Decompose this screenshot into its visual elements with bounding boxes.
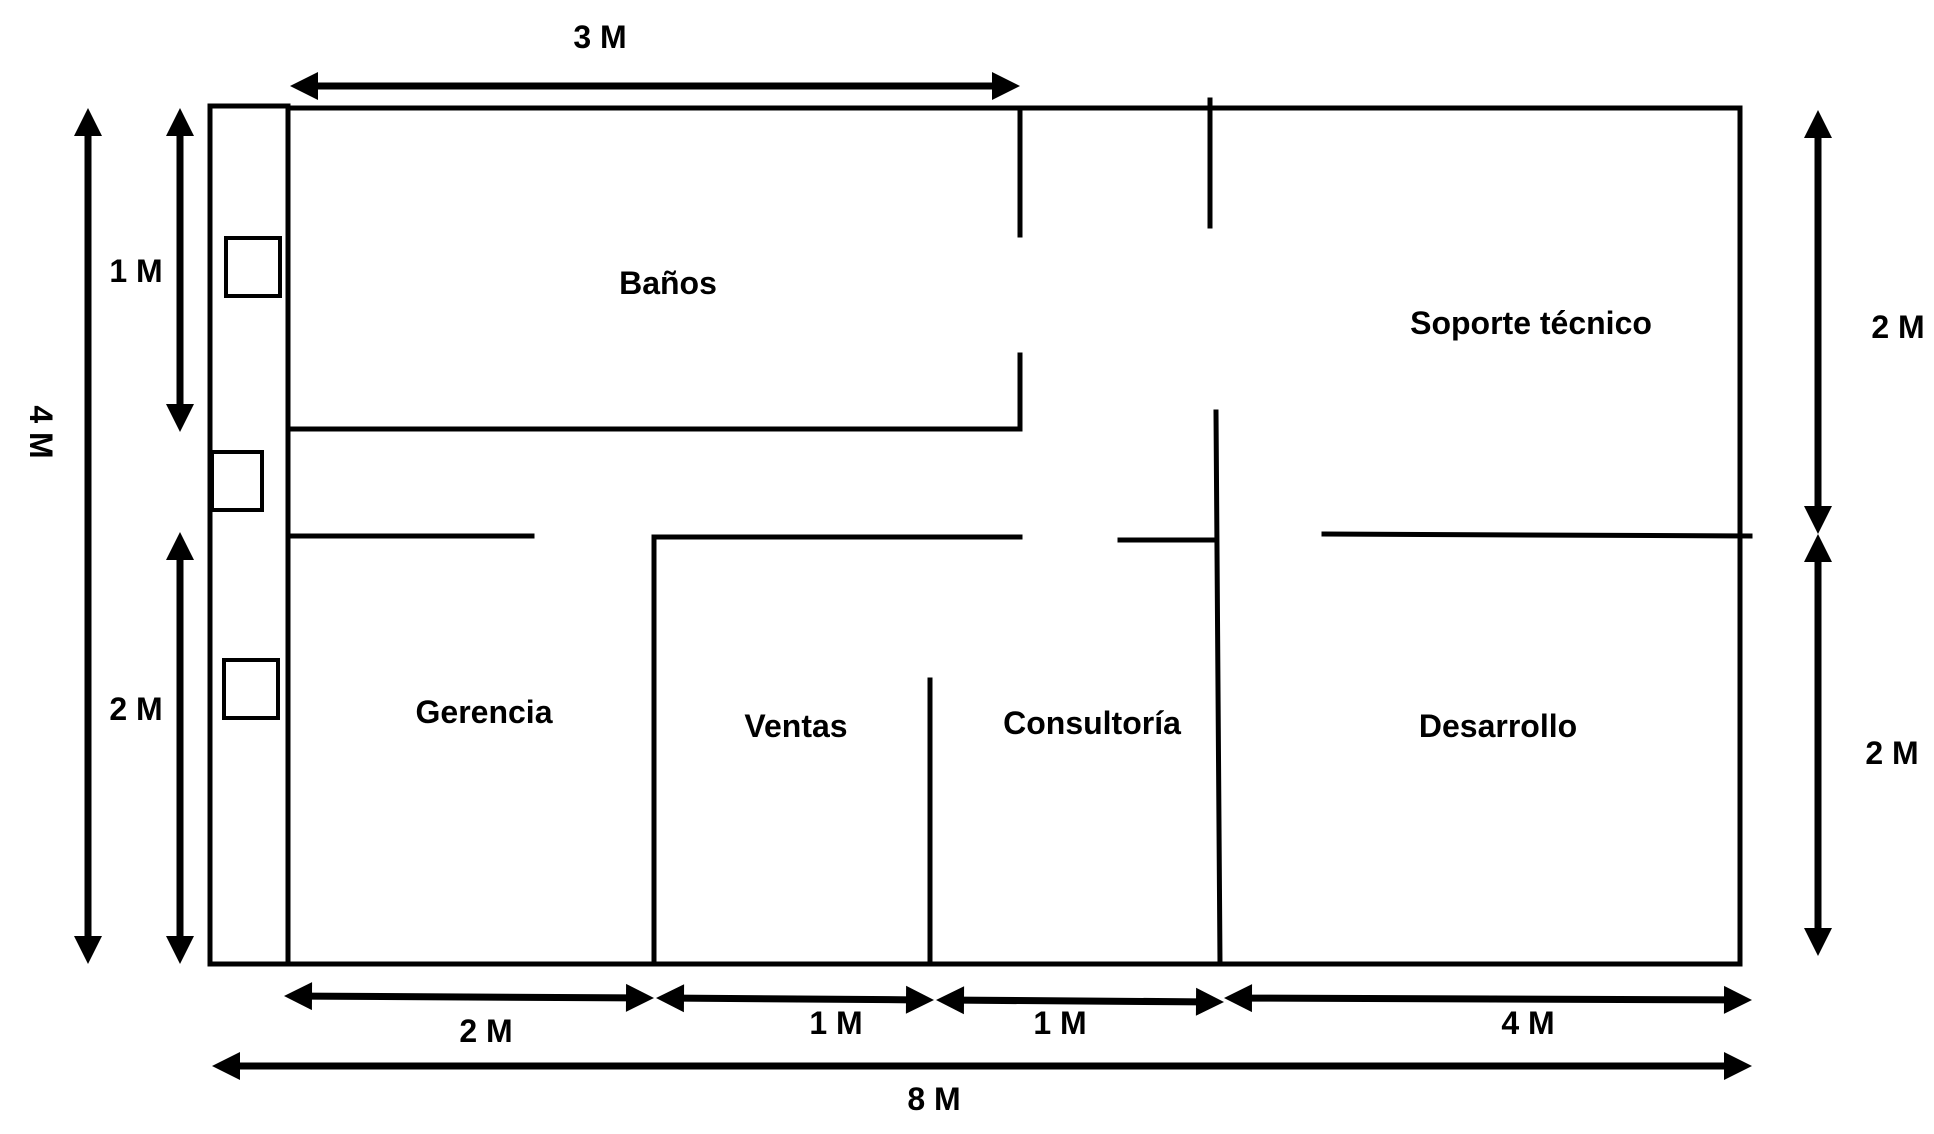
room-label-soporte-tecnico: Soporte técnico bbox=[1410, 305, 1652, 341]
dimension-labels: 3 M 4 M 1 M 2 M 2 M 2 M 2 M 1 M 1 M 4 M … bbox=[23, 19, 1925, 1117]
dim-arrow-bottom-ventas bbox=[656, 984, 934, 1014]
dim-label-bottom-ventas: 1 M bbox=[809, 1005, 862, 1041]
dim-label-left-total-height: 4 M bbox=[23, 405, 59, 458]
dim-label-left-lower-height: 2 M bbox=[109, 691, 162, 727]
dim-arrow-bottom-total bbox=[212, 1052, 1752, 1080]
dim-arrow-right-upper-height bbox=[1804, 110, 1832, 534]
corridor-features bbox=[210, 236, 282, 720]
dim-label-bottom-gerencia: 2 M bbox=[459, 1013, 512, 1049]
dim-arrow-left-total-height bbox=[74, 108, 102, 964]
dim-arrow-bottom-consultoria bbox=[936, 986, 1224, 1016]
dim-label-bottom-total: 8 M bbox=[907, 1081, 960, 1117]
corridor-box-middle bbox=[210, 450, 264, 512]
interior-walls bbox=[285, 97, 1753, 967]
dim-label-left-upper-height: 1 M bbox=[109, 253, 162, 289]
room-label-gerencia: Gerencia bbox=[416, 694, 553, 730]
dim-label-bottom-consultoria: 1 M bbox=[1033, 1005, 1086, 1041]
soporte-left-wall-lower bbox=[1213, 409, 1223, 967]
dimension-arrows bbox=[74, 72, 1832, 1080]
room-label-banos: Baños bbox=[619, 265, 717, 301]
room-labels: Baños Soporte técnico Gerencia Ventas Co… bbox=[416, 265, 1652, 744]
corridor-strip bbox=[207, 103, 291, 967]
room-label-consultoria: Consultoría bbox=[1003, 705, 1181, 741]
dim-label-right-upper-height: 2 M bbox=[1871, 309, 1924, 345]
room-label-desarrollo: Desarrollo bbox=[1419, 708, 1577, 744]
dim-arrow-right-lower-height bbox=[1804, 534, 1832, 956]
dim-label-right-lower-height: 2 M bbox=[1865, 735, 1918, 771]
desarrollo-top-wall bbox=[1321, 531, 1753, 539]
dim-arrow-bottom-desarrollo bbox=[1224, 984, 1752, 1014]
corridor-box-lower bbox=[222, 658, 280, 720]
dim-label-top-width: 3 M bbox=[573, 19, 626, 55]
dim-label-bottom-desarrollo: 4 M bbox=[1501, 1005, 1554, 1041]
dim-arrow-left-upper-height bbox=[166, 108, 194, 432]
corridor-box-upper bbox=[224, 236, 282, 298]
dim-arrow-left-lower-height bbox=[166, 532, 194, 964]
room-label-ventas: Ventas bbox=[744, 708, 847, 744]
dim-arrow-top-width bbox=[290, 72, 1020, 100]
dim-arrow-bottom-gerencia bbox=[284, 982, 654, 1012]
